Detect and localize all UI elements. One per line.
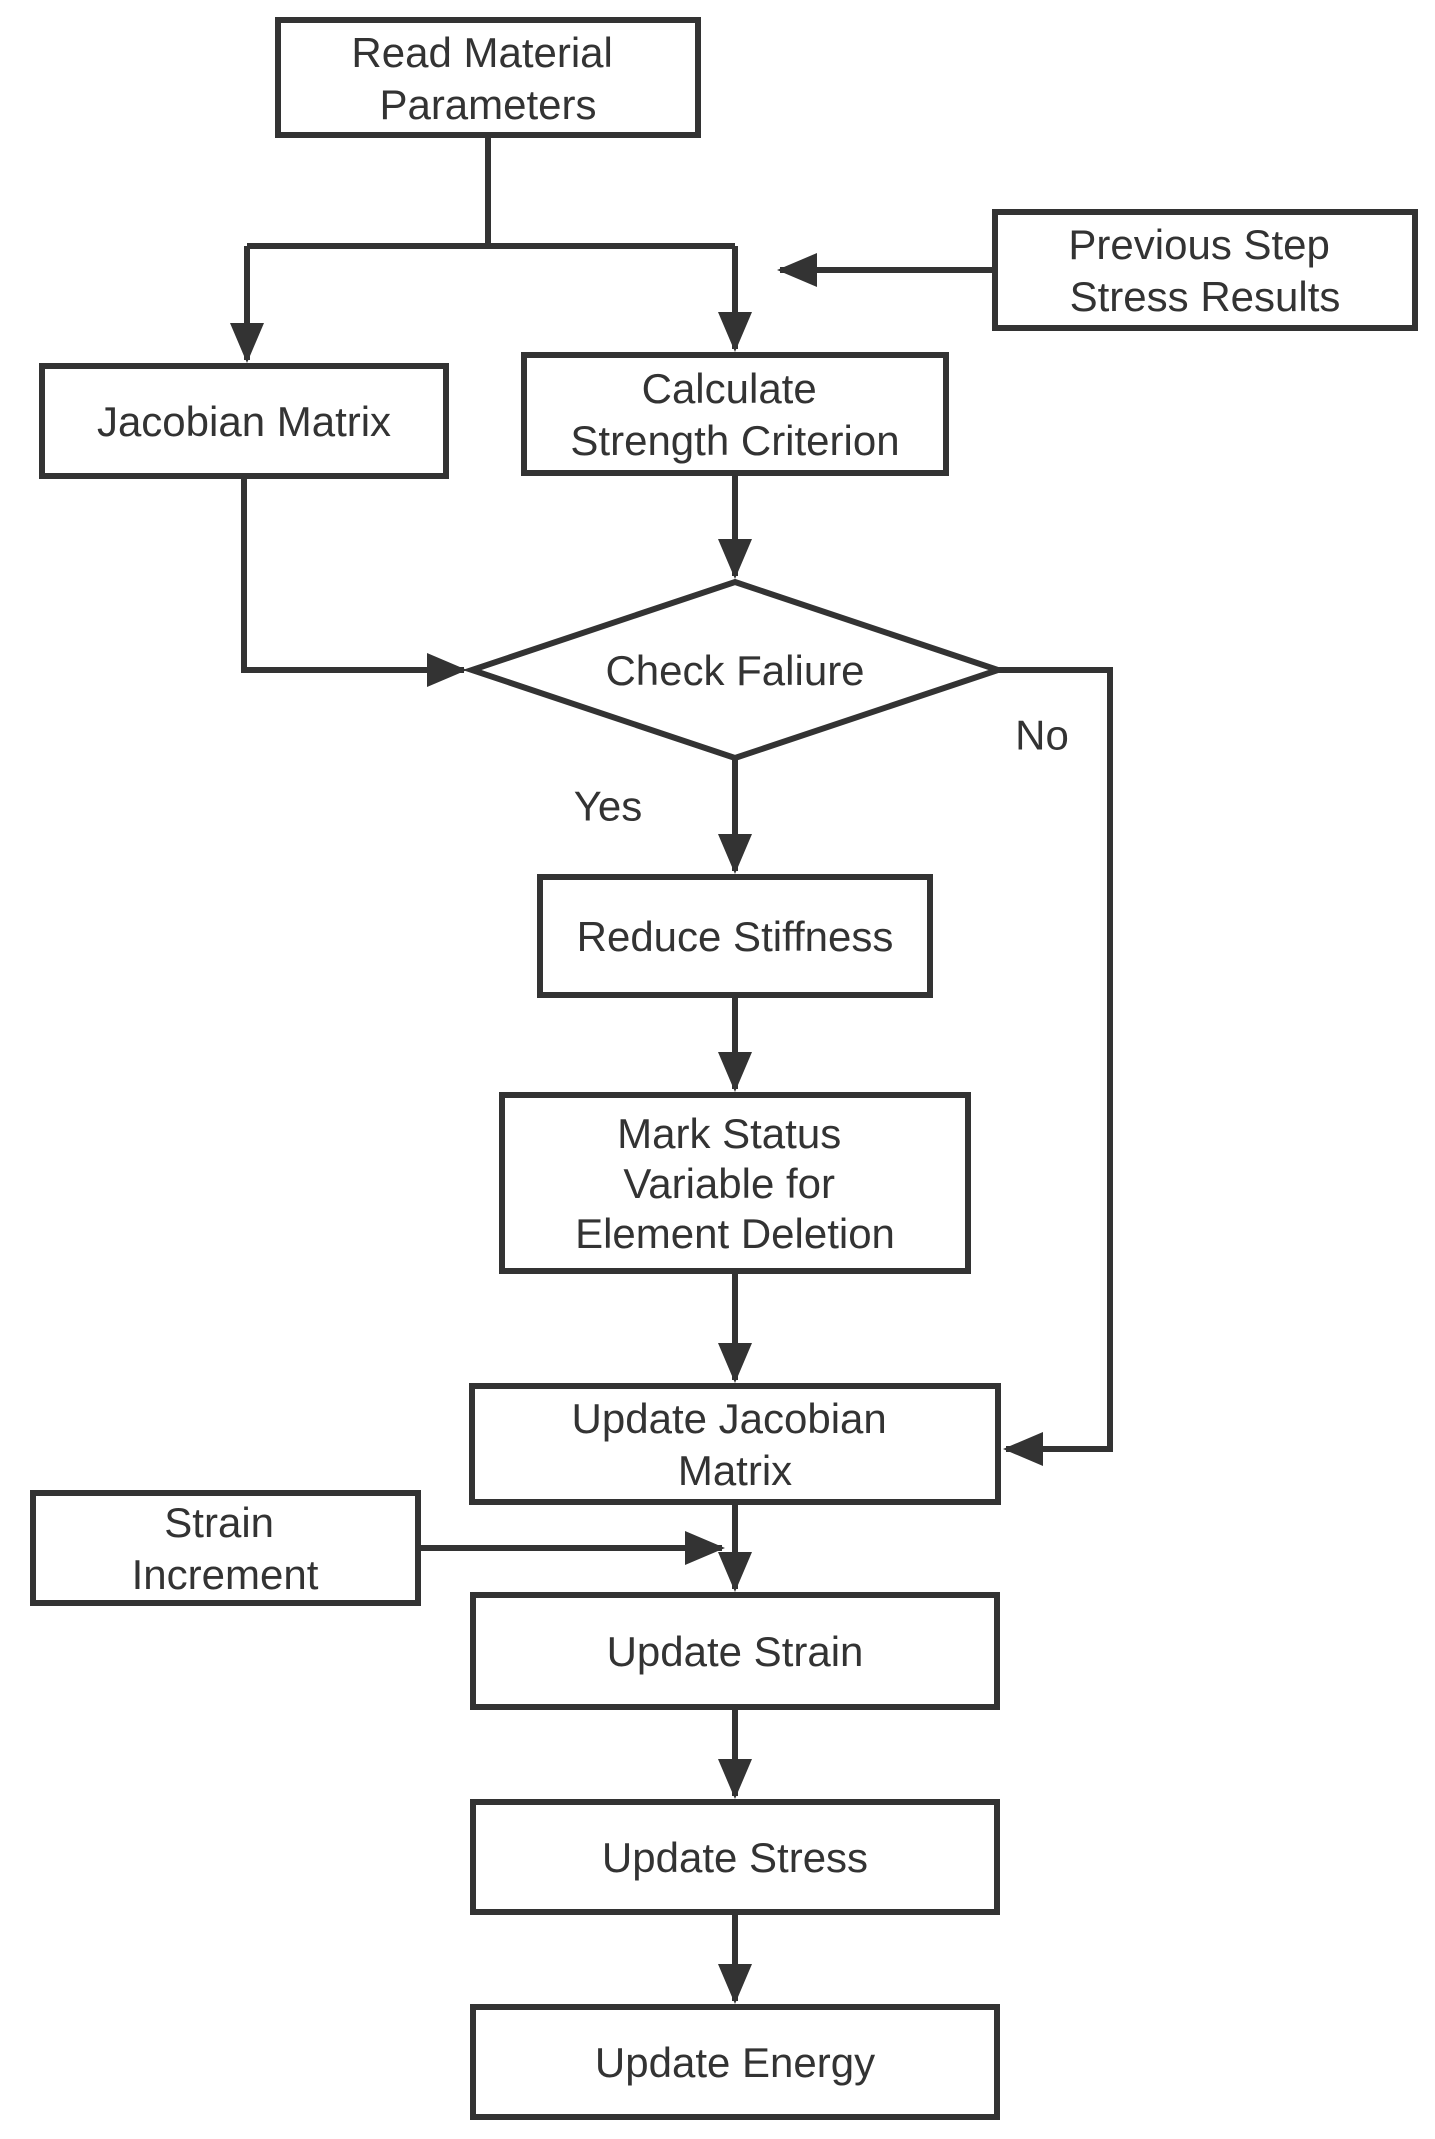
update-energy-label: Update Energy bbox=[595, 2039, 875, 2086]
update-stress-label: Update Stress bbox=[602, 1834, 868, 1881]
strain-increment-label: Strain Increment bbox=[132, 1499, 319, 1598]
check-failure-diamond bbox=[462, 578, 1008, 762]
update-strain-box bbox=[470, 1592, 1000, 1710]
node-jacobian-matrix: Jacobian Matrix bbox=[39, 363, 449, 479]
nodes: Read Material Parameters Previous Step S… bbox=[30, 17, 1418, 2120]
read-material-parameters-label: Read Material Parameters bbox=[351, 29, 624, 128]
reduce-stiffness-box bbox=[537, 874, 933, 998]
jacobian-matrix-label: Jacobian Matrix bbox=[97, 398, 391, 445]
edge-no-to-updatejacobian bbox=[998, 667, 1113, 1466]
node-mark-status-variable: Mark Status Variable for Element Deletio… bbox=[499, 1092, 971, 1274]
mark-status-variable-label: Mark Status Variable for Element Deletio… bbox=[575, 1110, 895, 1257]
calculate-strength-criterion-label: Calculate Strength Criterion bbox=[570, 365, 899, 464]
node-previous-step-stress-results: Previous Step Stress Results bbox=[992, 209, 1418, 331]
no-branch-label: No bbox=[1015, 712, 1069, 759]
update-stress-box bbox=[470, 1799, 1000, 1915]
node-check-failure-decision: Check Faliure bbox=[462, 578, 1008, 762]
node-strain-increment: Strain Increment bbox=[30, 1490, 421, 1606]
yes-branch-label: Yes bbox=[574, 783, 643, 830]
edge-readmaterial-branch bbox=[247, 135, 735, 249]
mark-status-variable-box bbox=[499, 1092, 971, 1274]
node-update-stress: Update Stress bbox=[470, 1799, 1000, 1915]
connectors bbox=[230, 135, 1113, 2004]
node-reduce-stiffness: Reduce Stiffness bbox=[537, 874, 933, 998]
node-update-strain: Update Strain bbox=[470, 1592, 1000, 1710]
previous-step-stress-results-box bbox=[992, 209, 1418, 331]
update-jacobian-matrix-box bbox=[469, 1383, 1001, 1505]
node-calculate-strength-criterion: Calculate Strength Criterion bbox=[521, 352, 949, 476]
node-read-material-parameters: Read Material Parameters bbox=[275, 17, 701, 138]
update-strain-label: Update Strain bbox=[607, 1628, 864, 1675]
jacobian-matrix-box bbox=[39, 363, 449, 479]
check-failure-label: Check Faliure bbox=[605, 647, 864, 694]
node-update-jacobian-matrix: Update Jacobian Matrix bbox=[469, 1383, 1001, 1505]
update-energy-box bbox=[470, 2004, 1000, 2120]
update-jacobian-matrix-label: Update Jacobian Matrix bbox=[572, 1395, 899, 1494]
read-material-parameters-box bbox=[275, 17, 701, 138]
calculate-strength-criterion-box bbox=[521, 352, 949, 476]
node-update-energy: Update Energy bbox=[470, 2004, 1000, 2120]
edge-jacobian-to-checkfailure bbox=[241, 476, 467, 687]
previous-step-stress-results-label: Previous Step Stress Results bbox=[1068, 221, 1341, 320]
reduce-stiffness-label: Reduce Stiffness bbox=[577, 913, 894, 960]
strain-increment-box bbox=[30, 1490, 421, 1606]
